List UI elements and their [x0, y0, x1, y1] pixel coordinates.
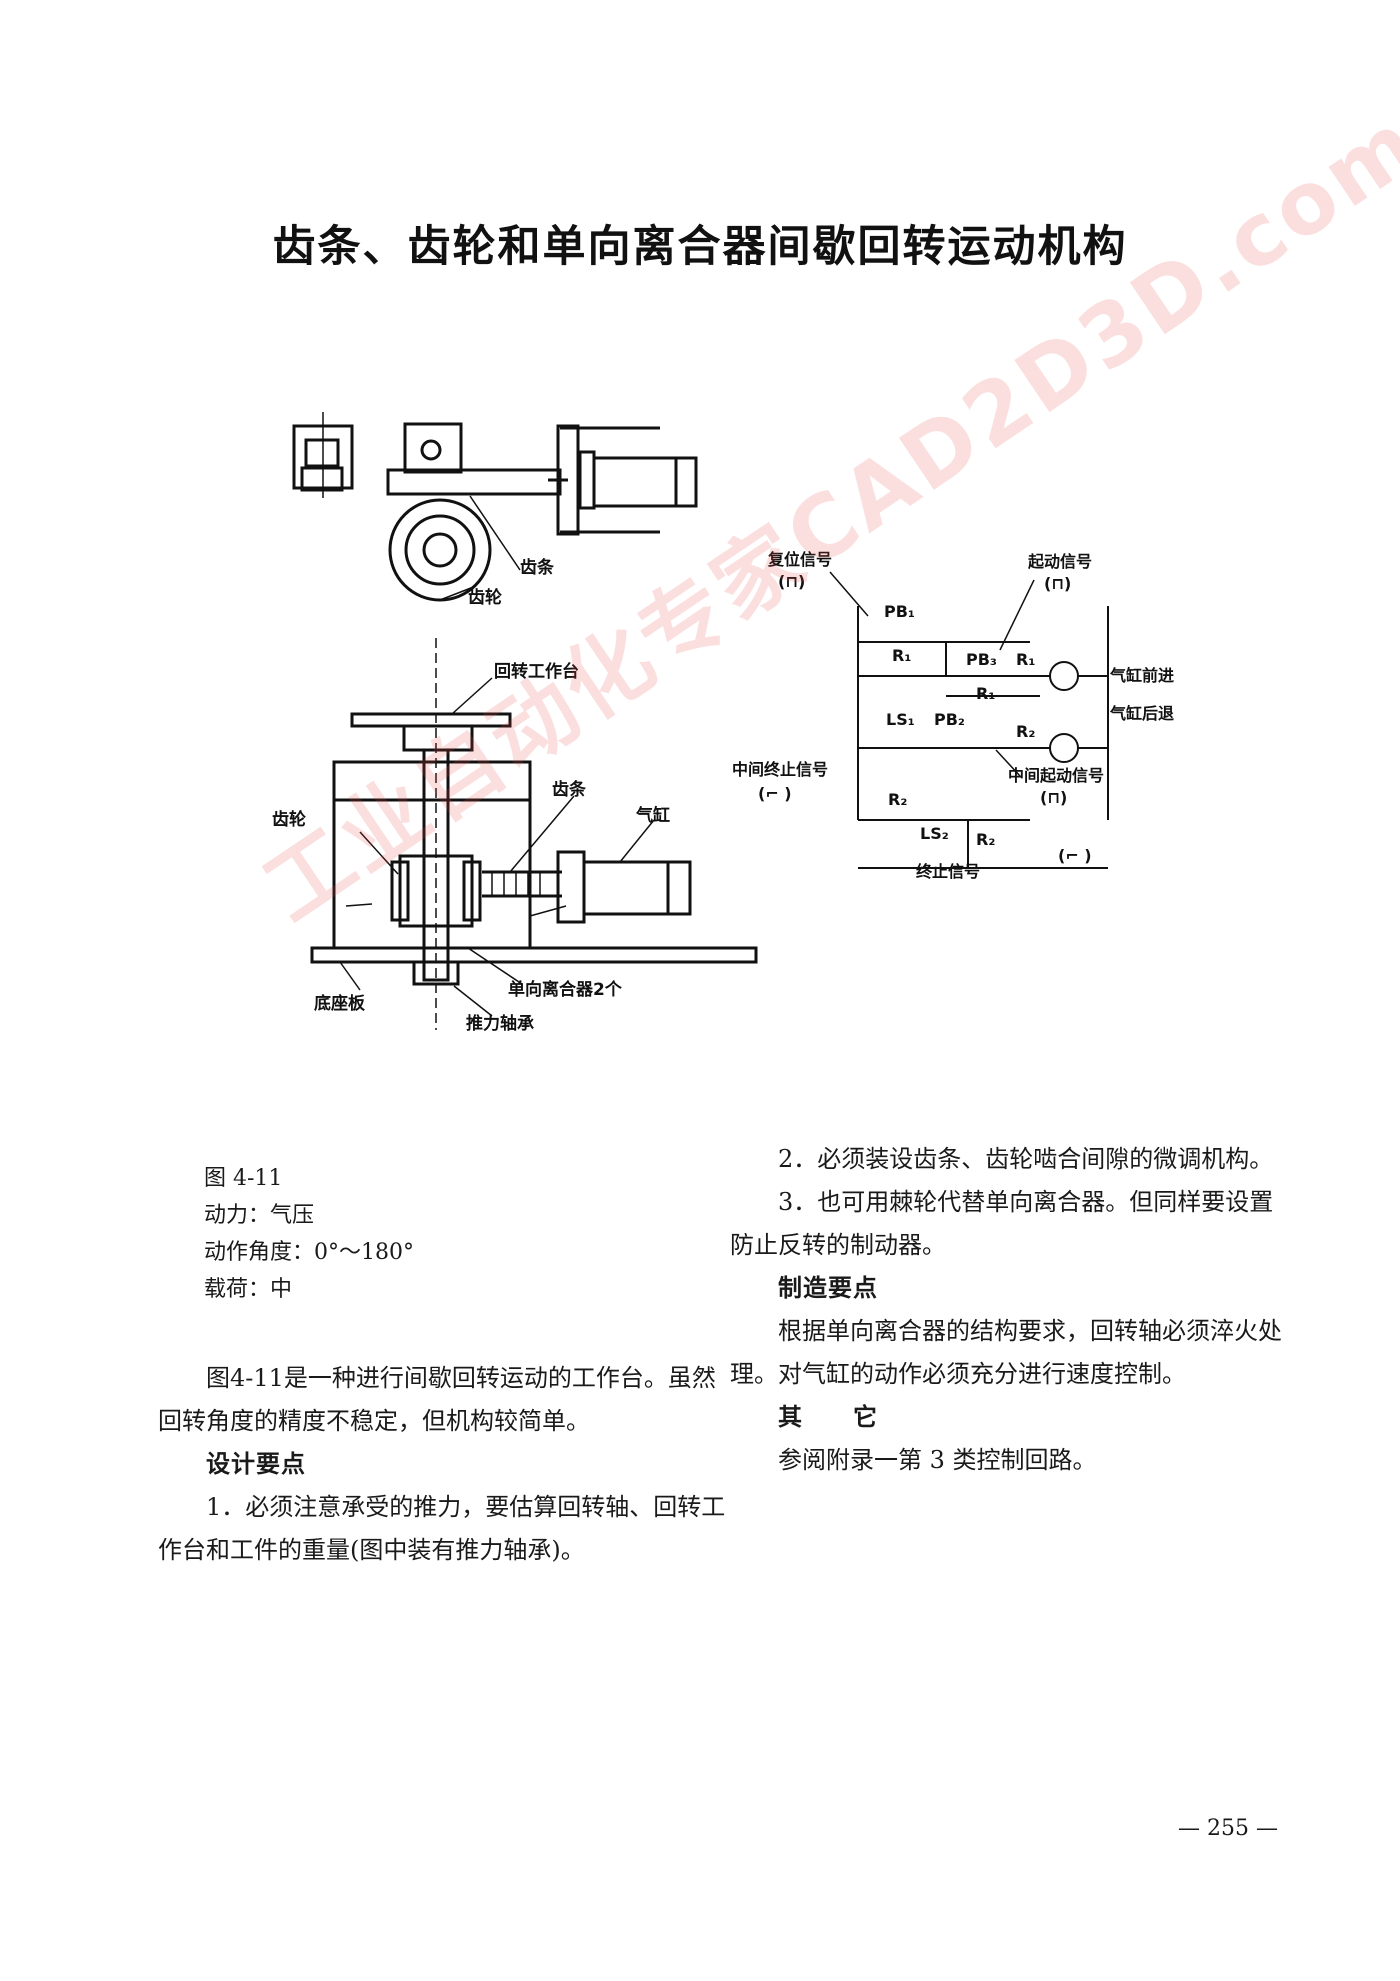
label-r2-a: R₂: [1016, 722, 1036, 741]
label-reset-signal: 复位信号: [768, 550, 833, 569]
symbol-mid-start-pulse: (⊓): [1040, 788, 1068, 807]
label-pb2: PB₂: [934, 710, 965, 729]
caption-power: 动力：气压: [204, 1203, 315, 1228]
symbol-start-pulse: (⊓): [1044, 574, 1072, 593]
label-r1-c: R₁: [976, 684, 996, 703]
section-view-drawing: [310, 638, 758, 1030]
label-cylinder: 气缸: [636, 806, 670, 826]
page-number: — 255 —: [1178, 1816, 1278, 1841]
label-cylinder-forward: 气缸前进: [1110, 666, 1175, 685]
symbol-reset-pulse: (⊓): [778, 572, 806, 591]
right-column: 2．必须装设齿条、齿轮啮合间隙的微调机构。 3．也可用棘轮代替单向离合器。但同样…: [730, 1138, 1282, 1482]
label-r1-b: R₁: [1016, 650, 1036, 669]
other-paragraph: 参阅附录一第 3 类控制回路。: [778, 1446, 1097, 1474]
label-mid-stop-signal: 中间终止信号: [732, 760, 829, 779]
design-point-1: 1．必须注意承受的推力，要估算回转轴、回转工作台和工件的重量(图中装有推力轴承)…: [158, 1493, 726, 1564]
label-rack-top: 齿条: [520, 558, 554, 578]
label-cylinder-return: 气缸后退: [1110, 704, 1175, 723]
design-point-3: 3．也可用棘轮代替单向离合器。但同样要设置防止反转的制动器。: [730, 1188, 1274, 1259]
caption-figure-number: 图 4-11: [204, 1166, 283, 1191]
left-column: 图4-11是一种进行间歇回转运动的工作台。虽然回转角度的精度不稳定，但机构较简单…: [158, 1357, 726, 1572]
manufacturing-heading: 制造要点: [778, 1274, 878, 1302]
label-pb1: PB₁: [884, 602, 915, 621]
label-mid-start-signal: 中间起动信号: [1008, 766, 1105, 785]
control-circuit: [829, 571, 1109, 869]
label-ls2: LS₂: [920, 824, 949, 843]
intro-paragraph: 图4-11是一种进行间歇回转运动的工作台。虽然回转角度的精度不稳定，但机构较简单…: [158, 1364, 716, 1435]
manufacturing-paragraph: 根据单向离合器的结构要求，回转轴必须淬火处理。对气缸的动作必须充分进行速度控制。: [730, 1317, 1282, 1388]
label-base-plate: 底座板: [314, 994, 365, 1014]
label-r1-a: R₁: [892, 646, 912, 665]
top-view-drawing: [292, 412, 698, 602]
label-pb3: PB₃: [966, 650, 997, 669]
caption-angle: 动作角度：0°～180°: [204, 1240, 414, 1265]
label-gear-top: 齿轮: [468, 588, 502, 608]
page-title: 齿条、齿轮和单向离合器间歇回转运动机构: [272, 222, 1128, 272]
label-gear-section: 齿轮: [272, 810, 306, 830]
label-turntable: 回转工作台: [494, 662, 579, 682]
label-r2-b: R₂: [888, 790, 908, 809]
other-heading: 其 它: [778, 1403, 878, 1431]
label-r2-c: R₂: [976, 830, 996, 849]
figure-caption: 图 4-11 动力：气压 动作角度：0°～180° 载荷：中: [204, 1160, 414, 1308]
symbol-mid-stop-step: (⌐ ): [758, 784, 792, 803]
symbol-end-step: (⌐ ): [1058, 846, 1092, 865]
mechanism-drawing: [292, 412, 1109, 1030]
label-thrust-bearing: 推力轴承: [466, 1014, 534, 1034]
caption-load: 载荷：中: [204, 1277, 293, 1302]
design-heading: 设计要点: [206, 1450, 306, 1478]
label-rack-section: 齿条: [552, 780, 586, 800]
label-one-way-clutch: 单向离合器2个: [508, 980, 622, 1000]
label-start-signal: 起动信号: [1028, 552, 1093, 571]
design-point-2: 2．必须装设齿条、齿轮啮合间隙的微调机构。: [778, 1145, 1274, 1173]
label-ls1: LS₁: [886, 710, 915, 729]
label-end-signal: 终止信号: [916, 862, 981, 881]
figure-4-11: 齿条 齿轮 回转工作台 齿轮 齿条 气缸 底座板 单向离合器2个 推力轴承 复位…: [272, 412, 1175, 1034]
